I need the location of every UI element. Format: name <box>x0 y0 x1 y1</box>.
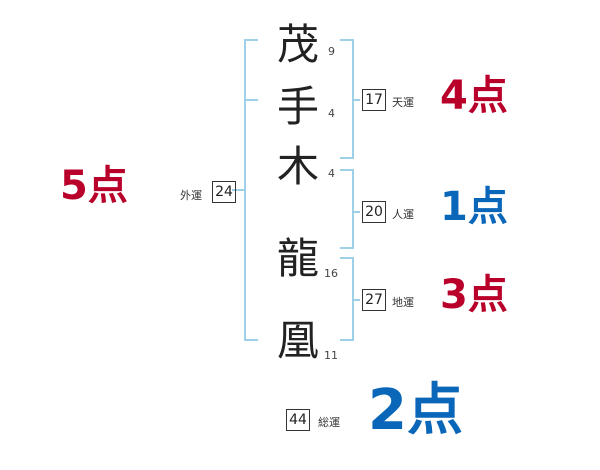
jinun-value-box: 20 <box>362 201 386 223</box>
chiun-label: 地運 <box>392 296 414 309</box>
souun-score: 2点 <box>368 378 463 443</box>
jinun-label: 人運 <box>392 208 414 221</box>
tenun-value-box: 17 <box>362 89 386 111</box>
stroke-count-1: 9 <box>328 45 335 58</box>
jinun-score: 1点 <box>440 184 508 230</box>
name-char-5: 凰 <box>276 316 319 365</box>
gaiun-score: 5点 <box>60 163 128 209</box>
gaiun-value-box: 24 <box>212 181 236 203</box>
souun-value-box: 44 <box>286 409 310 431</box>
gaiun-label: 外運 <box>180 189 202 202</box>
stroke-count-5: 11 <box>324 349 338 362</box>
tenun-label: 天運 <box>392 96 414 109</box>
name-char-3: 木 <box>276 142 319 191</box>
tenun-score: 4点 <box>440 73 508 119</box>
stroke-count-3: 4 <box>328 167 335 180</box>
stroke-count-4: 16 <box>324 267 338 280</box>
souun-label: 総運 <box>318 416 340 429</box>
chiun-value-box: 27 <box>362 289 386 311</box>
name-char-4: 龍 <box>276 234 319 283</box>
stroke-count-2: 4 <box>328 107 335 120</box>
name-char-1: 茂 <box>276 20 319 69</box>
chiun-score: 3点 <box>440 272 508 318</box>
name-char-2: 手 <box>276 82 319 131</box>
